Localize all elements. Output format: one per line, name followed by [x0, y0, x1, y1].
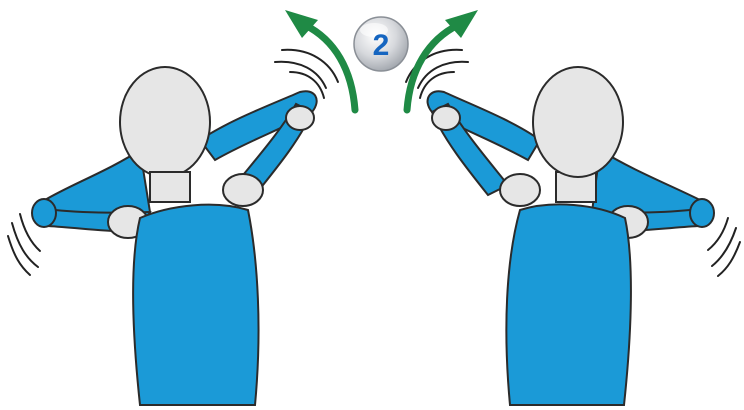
arrow-head-icon — [285, 10, 318, 38]
right-figure-head — [533, 67, 623, 177]
left-figure-elbow-left — [32, 199, 56, 227]
step-number: 2 — [373, 29, 390, 62]
right-figure-elbow-right — [690, 199, 714, 227]
arrow-head-icon — [445, 10, 478, 38]
left-figure — [8, 10, 355, 405]
left-figure-head — [120, 67, 210, 177]
left-figure-torso — [133, 205, 258, 405]
right-figure-hand — [432, 106, 460, 130]
right-figure-shoulder-left — [500, 174, 540, 206]
step-number-badge: 2 — [354, 17, 408, 71]
left-figure-neck — [150, 172, 190, 202]
right-figure-torso — [506, 204, 631, 405]
motion-lines-icon — [708, 218, 740, 276]
left-figure-shoulder-right — [223, 174, 263, 206]
left-figure-hand — [286, 106, 314, 130]
right-figure — [406, 10, 740, 405]
